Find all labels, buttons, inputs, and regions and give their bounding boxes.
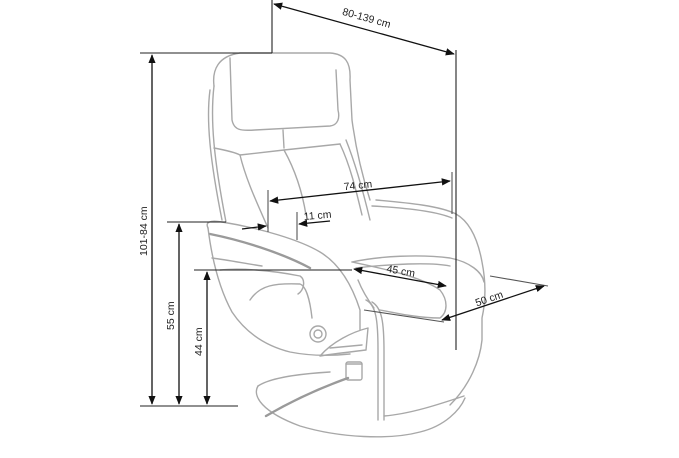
label-armrest-width: 11 cm [303, 209, 332, 223]
armchair-illustration [206, 52, 486, 438]
right-armrest-outline [375, 199, 486, 406]
label-total-height: 101-84 cm [138, 206, 150, 256]
label-total-depth: 80-139 cm [341, 6, 392, 31]
dimension-lines [140, 0, 549, 407]
label-seat-depth: 50 cm [474, 289, 505, 310]
label-width: 74 cm [343, 178, 373, 193]
seat-cushion [351, 255, 485, 283]
base-disc [255, 385, 466, 438]
label-seat-width: 45 cm [386, 263, 416, 280]
headrest-cushion [229, 57, 340, 131]
backrest-outline [212, 52, 371, 201]
recline-knob [309, 325, 327, 343]
pedestal-stem [345, 361, 363, 381]
label-armrest-height: 55 cm [165, 301, 177, 330]
label-seat-height: 44 cm [193, 327, 205, 356]
